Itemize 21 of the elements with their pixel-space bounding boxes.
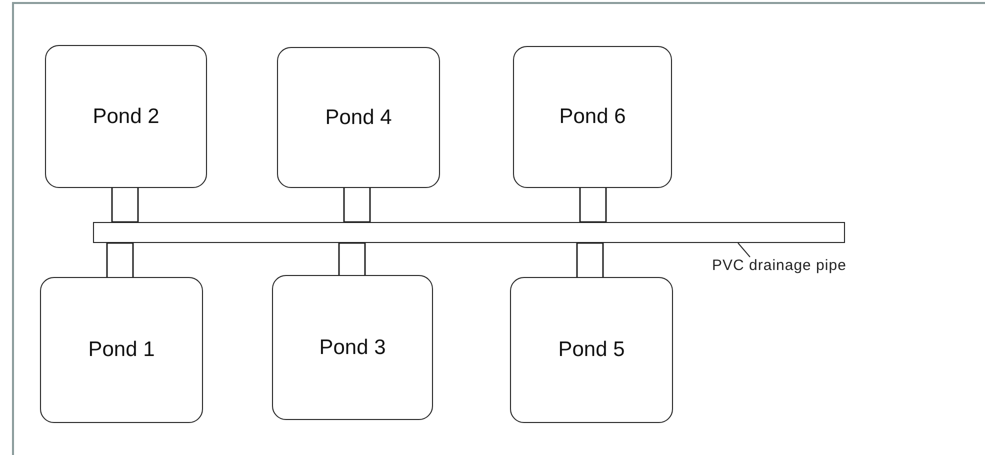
- pond-box: [45, 45, 207, 188]
- pond-label: Pond 3: [319, 336, 386, 360]
- pond-box: [277, 47, 440, 188]
- connecting-pipe: [106, 242, 134, 278]
- pond-label: Pond 4: [325, 106, 392, 130]
- pond-label: Pond 5: [558, 338, 625, 362]
- pond-box: [272, 275, 433, 420]
- connecting-pipe: [576, 242, 604, 278]
- leader-line: [738, 242, 750, 258]
- pond-label: Pond 1: [88, 338, 155, 362]
- connecting-pipe: [111, 187, 139, 223]
- pond-box: [510, 277, 673, 423]
- pond-label: Pond 2: [92, 104, 160, 128]
- pond-box: [513, 46, 672, 188]
- pipe-label: PVC drainage pipe: [712, 257, 846, 274]
- pond-label: Pond 6: [559, 105, 626, 129]
- connecting-pipe: [338, 242, 366, 276]
- pond-box: [40, 277, 203, 423]
- connecting-pipe: [579, 187, 607, 223]
- drainage-pipe: [93, 222, 845, 243]
- connecting-pipe: [343, 187, 371, 223]
